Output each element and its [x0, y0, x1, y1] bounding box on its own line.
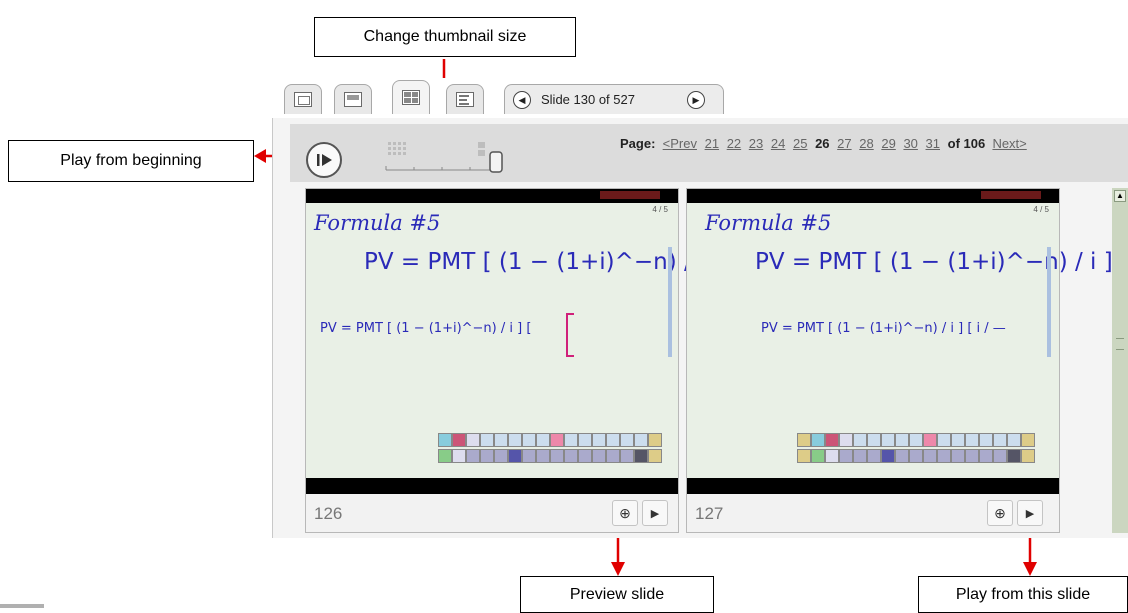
callout-change-thumbnail-size: Change thumbnail size [314, 17, 576, 57]
play-from-slide-button[interactable]: ▶ [1017, 500, 1043, 526]
play-from-slide-button[interactable]: ▶ [642, 500, 668, 526]
previous-slide-button[interactable]: ◀ [513, 91, 531, 109]
slide-counter: Slide 130 of 527 [541, 92, 635, 107]
scroll-grip-icon [1116, 338, 1124, 350]
thumbnail-toolbar [290, 124, 1128, 182]
slide-logo [600, 191, 660, 199]
formula-small: PV = PMT [ (1 − (1+i)^−n) / i ] [ i / — [761, 321, 1006, 336]
thumb-scroll [668, 247, 672, 357]
pager-link[interactable]: 24 [770, 136, 786, 151]
formula-heading: Formula #5 [705, 211, 832, 235]
play-icon: ▶ [1025, 507, 1035, 520]
preview-slide-button[interactable]: ⊕ [612, 500, 638, 526]
vertical-scrollbar[interactable]: ▲ [1112, 188, 1128, 533]
tool-palette [797, 433, 1047, 465]
slide-navigator: ◀ Slide 130 of 527 ▶ [504, 84, 724, 114]
pager-link[interactable]: 21 [704, 136, 720, 151]
callout-play-from-beginning: Play from beginning [8, 140, 254, 182]
pager-prev-link[interactable]: <Prev [662, 136, 697, 151]
pager-link[interactable]: 23 [748, 136, 764, 151]
slide-number: 127 [695, 504, 724, 523]
thumbnail-footer: 126 ⊕ ▶ [306, 494, 678, 532]
slider-track [385, 142, 503, 173]
page-indicator: 4 / 5 [652, 205, 668, 214]
pager-link[interactable]: 30 [903, 136, 918, 151]
whiteboard: 4 / 5 Formula #5 PV = PMT [ (1 − (1+i)^−… [306, 203, 722, 478]
slide-view-icon [344, 92, 362, 107]
outline-list-icon [456, 92, 474, 107]
pager-link[interactable]: 31 [925, 136, 940, 151]
pager-link[interactable]: 22 [726, 136, 742, 151]
pager: Page: <Prev 21 22 23 24 25 26 27 28 29 3… [620, 136, 1031, 151]
tab-outline[interactable] [446, 84, 484, 114]
arrow-play-from-this-slide [1023, 532, 1037, 576]
magnifier-plus-icon: ⊕ [619, 504, 631, 521]
pager-label: Page: [620, 136, 656, 151]
fullscreen-icon [294, 92, 312, 107]
preview-slide-button[interactable]: ⊕ [987, 500, 1013, 526]
play-from-beginning-button[interactable] [306, 142, 342, 178]
arrow-preview-slide [611, 532, 625, 576]
play-icon: ▶ [650, 507, 660, 520]
arrow-right-icon: ▶ [692, 94, 700, 105]
formula-main: PV = PMT [ (1 − (1+i)^−n) / i ] [364, 249, 722, 275]
pager-total: of 106 [947, 136, 986, 151]
thumbnail-size-slider[interactable] [382, 140, 508, 176]
thumbnail-footer: 127 ⊕ ▶ [687, 494, 1059, 532]
slide-thumbnail[interactable]: 4 / 5 Formula #5 PV = PMT [ (1 − (1+i)^−… [686, 188, 1113, 533]
magnifier-plus-icon: ⊕ [994, 504, 1006, 521]
pager-link[interactable]: 25 [792, 136, 808, 151]
thumb-scroll [1047, 247, 1051, 357]
tab-thumbnails[interactable] [392, 80, 430, 114]
pager-link[interactable]: 28 [859, 136, 874, 151]
whiteboard: 4 / 5 Formula #5 PV = PMT [ (1 − (1+i)^−… [687, 203, 1113, 478]
slide-thumbnail[interactable]: 4 / 5 Formula #5 PV = PMT [ (1 − (1+i)^−… [305, 188, 722, 533]
slide-image: 4 / 5 Formula #5 PV = PMT [ (1 − (1+i)^−… [306, 189, 722, 494]
next-slide-button[interactable]: ▶ [687, 91, 705, 109]
callout-preview-slide: Preview slide [520, 576, 714, 613]
arrow-left-icon: ◀ [518, 94, 526, 105]
tab-fullscreen[interactable] [284, 84, 322, 114]
pager-link[interactable]: 27 [837, 136, 852, 151]
pager-link[interactable]: 29 [881, 136, 896, 151]
page-indicator: 4 / 5 [1033, 205, 1049, 214]
tool-palette [438, 433, 668, 465]
slide-logo [981, 191, 1041, 199]
play-from-start-icon [317, 154, 332, 166]
pager-next-link[interactable]: Next> [992, 136, 1027, 151]
slide-number: 126 [314, 504, 343, 523]
formula-small: PV = PMT [ (1 − (1+i)^−n) / i ] [ [320, 321, 532, 336]
callout-play-from-this-slide: Play from this slide [918, 576, 1128, 613]
pager-current-page: 26 [815, 136, 830, 151]
formula-heading: Formula #5 [314, 211, 441, 235]
formula-main: PV = PMT [ (1 − (1+i)^−n) / i ] [755, 249, 1113, 275]
scroll-up-icon[interactable]: ▲ [1114, 190, 1126, 202]
pink-bracket [566, 313, 574, 357]
tab-slide-view[interactable] [334, 84, 372, 114]
divider [0, 604, 44, 608]
grid-thumbnails-icon [402, 90, 420, 105]
slide-image: 4 / 5 Formula #5 PV = PMT [ (1 − (1+i)^−… [687, 189, 1113, 494]
